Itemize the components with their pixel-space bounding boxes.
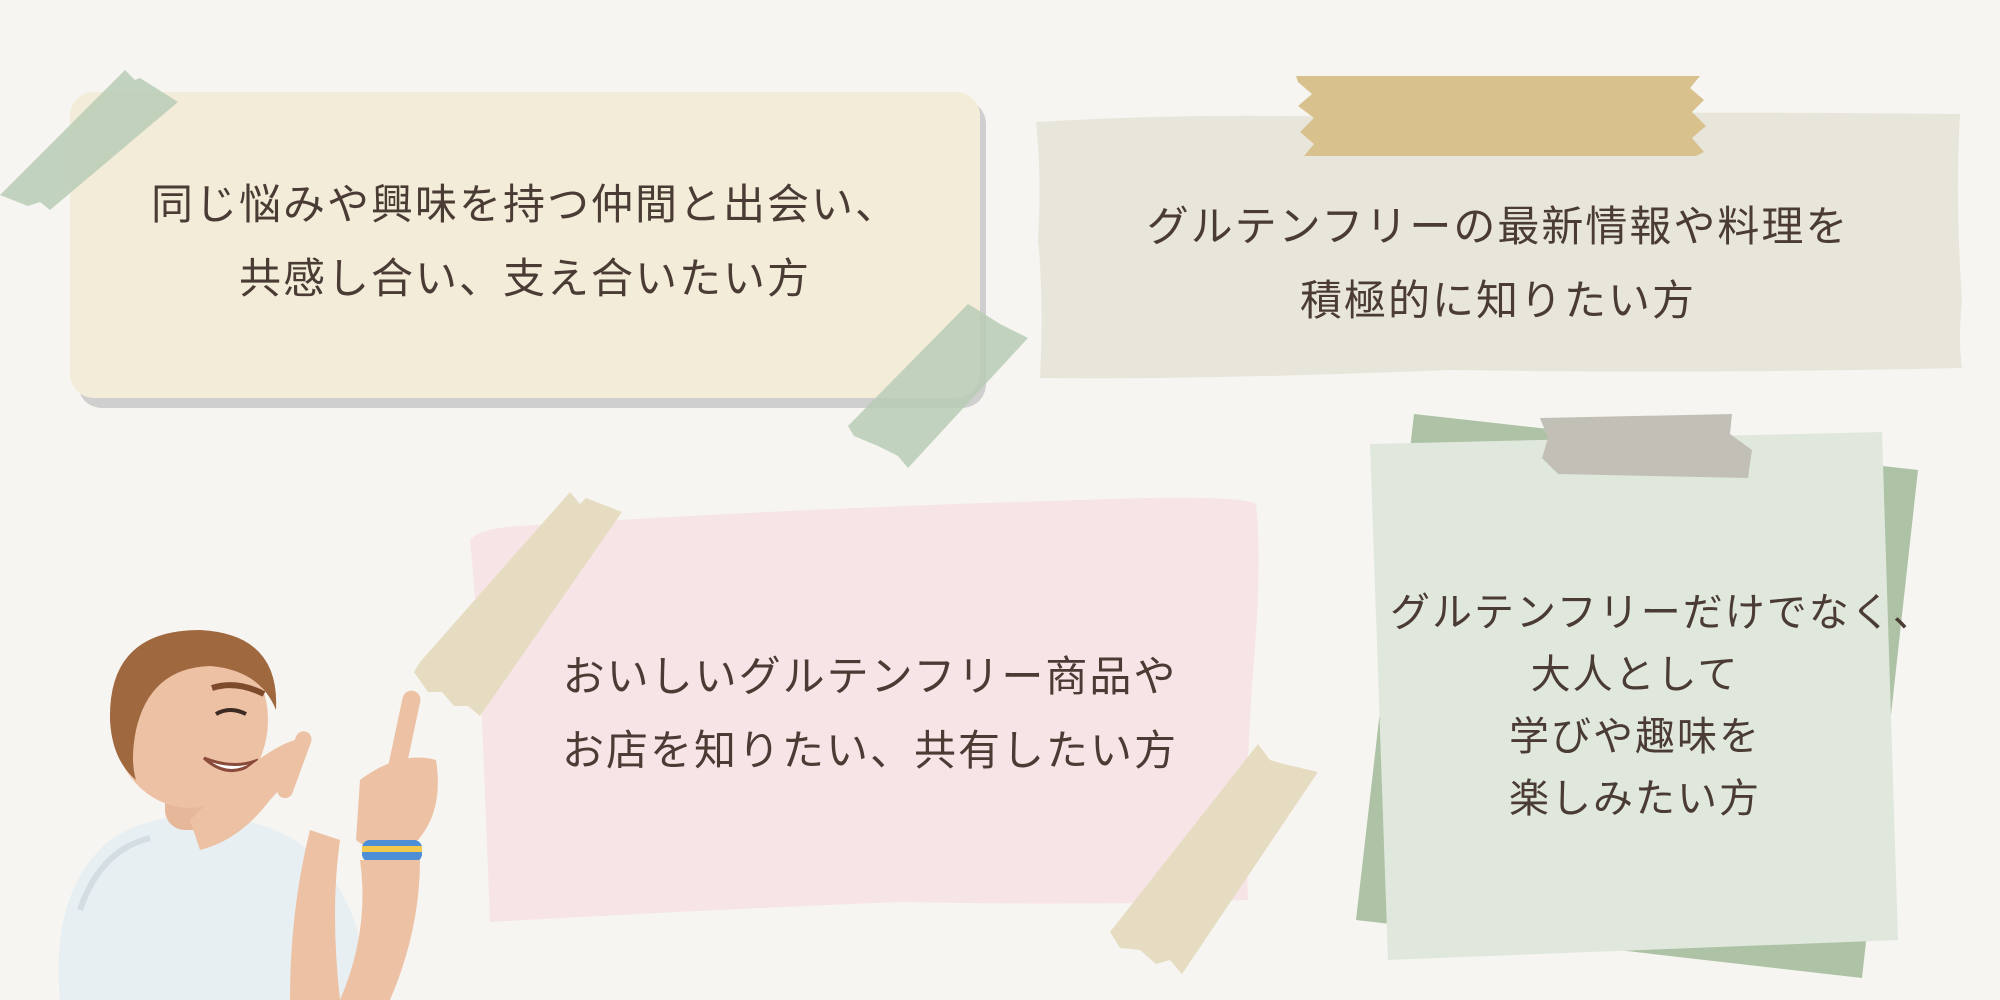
tape-grey-bottom-right bbox=[1536, 412, 1756, 482]
card-text-line: 楽しみたい方 bbox=[1509, 776, 1761, 822]
card-community-text: 同じ悩みや興味を持つ仲間と出会い、 共感し合い、支え合いたい方 bbox=[70, 168, 980, 316]
tape-green-top-left-bottom bbox=[848, 296, 1028, 476]
card-text-line: 共感し合い、支え合いたい方 bbox=[238, 254, 811, 303]
card-text-line: おいしいグルテンフリー商品や bbox=[562, 652, 1178, 701]
card-text-line: グルテンフリーの最新情報や料理を bbox=[1146, 202, 1850, 251]
tape-beige-bottom-left bbox=[410, 482, 630, 722]
card-latest-info-text: グルテンフリーの最新情報や料理を 積極的に知りたい方 bbox=[1036, 190, 1960, 338]
card-hobbies-text: グルテンフリーだけでなく、 大人として 学びや趣味を 楽しみたい方 bbox=[1390, 582, 1935, 830]
card-text-line: 同じ悩みや興味を持つ仲間と出会い、 bbox=[150, 180, 899, 229]
card-text-line: お店を知りたい、共有したい方 bbox=[561, 726, 1178, 775]
person-photo bbox=[40, 610, 460, 1000]
card-text-line: 積極的に知りたい方 bbox=[1299, 276, 1696, 325]
tape-beige-bottom-center bbox=[1108, 742, 1318, 982]
card-text-line: 学びや趣味を bbox=[1509, 714, 1761, 760]
card-text-line: 大人として bbox=[1530, 652, 1740, 698]
tape-green-top-left bbox=[0, 30, 190, 220]
card-text-line: グルテンフリーだけでなく、 bbox=[1390, 590, 1935, 636]
tape-gold-top-right bbox=[1296, 72, 1706, 158]
card-products-text: おいしいグルテンフリー商品や お店を知りたい、共有したい方 bbox=[490, 640, 1250, 788]
